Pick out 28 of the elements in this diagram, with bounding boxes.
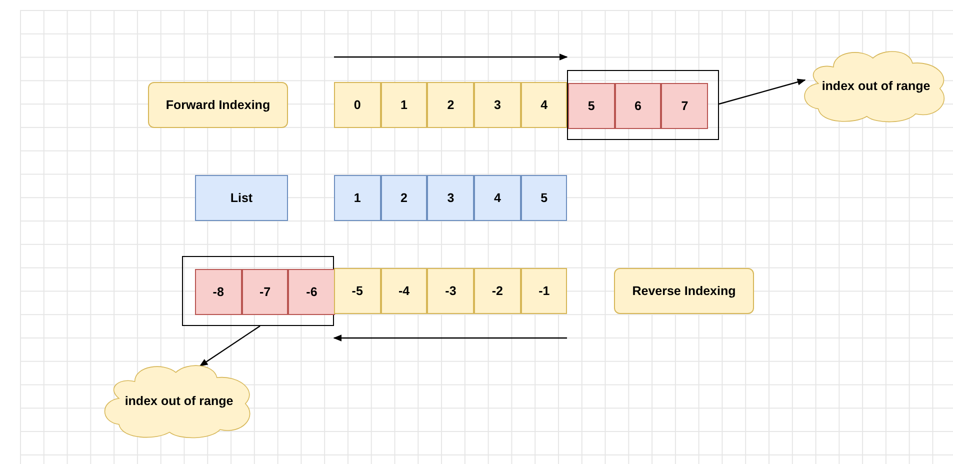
label-box: Forward Indexing [148,82,288,128]
array-cell: 7 [661,83,708,129]
highlight-frame [567,70,719,140]
highlight-frame [182,256,334,326]
array-cell: 2 [427,82,474,128]
array-cell: 5 [520,175,568,221]
array-cell: 3 [474,82,521,128]
array-cell: 4 [520,82,568,128]
array-cell: -5 [334,268,381,314]
array-cell: 5 [568,83,615,129]
array-cell: -7 [242,269,288,315]
array-cell: 4 [474,175,521,221]
array-cell: 1 [334,175,381,221]
array-cell: -8 [195,269,242,315]
label-box: List [195,175,288,221]
arrow [718,78,806,105]
arrow [199,326,260,366]
array-cell: 2 [380,175,428,221]
array-cell: -2 [474,268,521,314]
array-cell: -1 [520,268,568,314]
array-cell: 0 [334,82,381,128]
array-cell: -6 [288,269,336,315]
array-cell: -3 [427,268,474,314]
array-cell: -4 [380,268,428,314]
array-cell: 6 [614,83,662,129]
label-box: Reverse Indexing [614,268,754,314]
array-cell: 1 [380,82,428,128]
array-cell: 3 [427,175,474,221]
